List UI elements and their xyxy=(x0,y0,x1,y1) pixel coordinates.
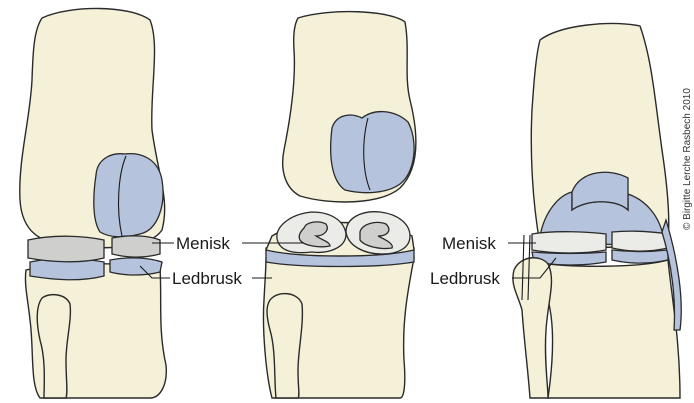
meniscus-right xyxy=(532,232,606,253)
label-menisk-left: Menisk xyxy=(176,234,230,253)
label-ledbrusk-left: Ledbrusk xyxy=(172,269,242,288)
copyright-text: © Birgitte Lerche Rasbech 2010 xyxy=(682,88,693,230)
fibula-right xyxy=(513,258,552,398)
knee-front-view xyxy=(20,8,167,398)
knee-back-view xyxy=(513,24,681,398)
label-ledbrusk-right: Ledbrusk xyxy=(430,269,500,288)
knee-separated-view xyxy=(263,12,416,398)
label-menisk-right: Menisk xyxy=(442,234,496,253)
femoral-cartilage-middle xyxy=(331,112,414,193)
femoral-cartilage-left xyxy=(94,154,163,237)
meniscus-left xyxy=(28,236,104,262)
tibia-right xyxy=(534,260,680,398)
